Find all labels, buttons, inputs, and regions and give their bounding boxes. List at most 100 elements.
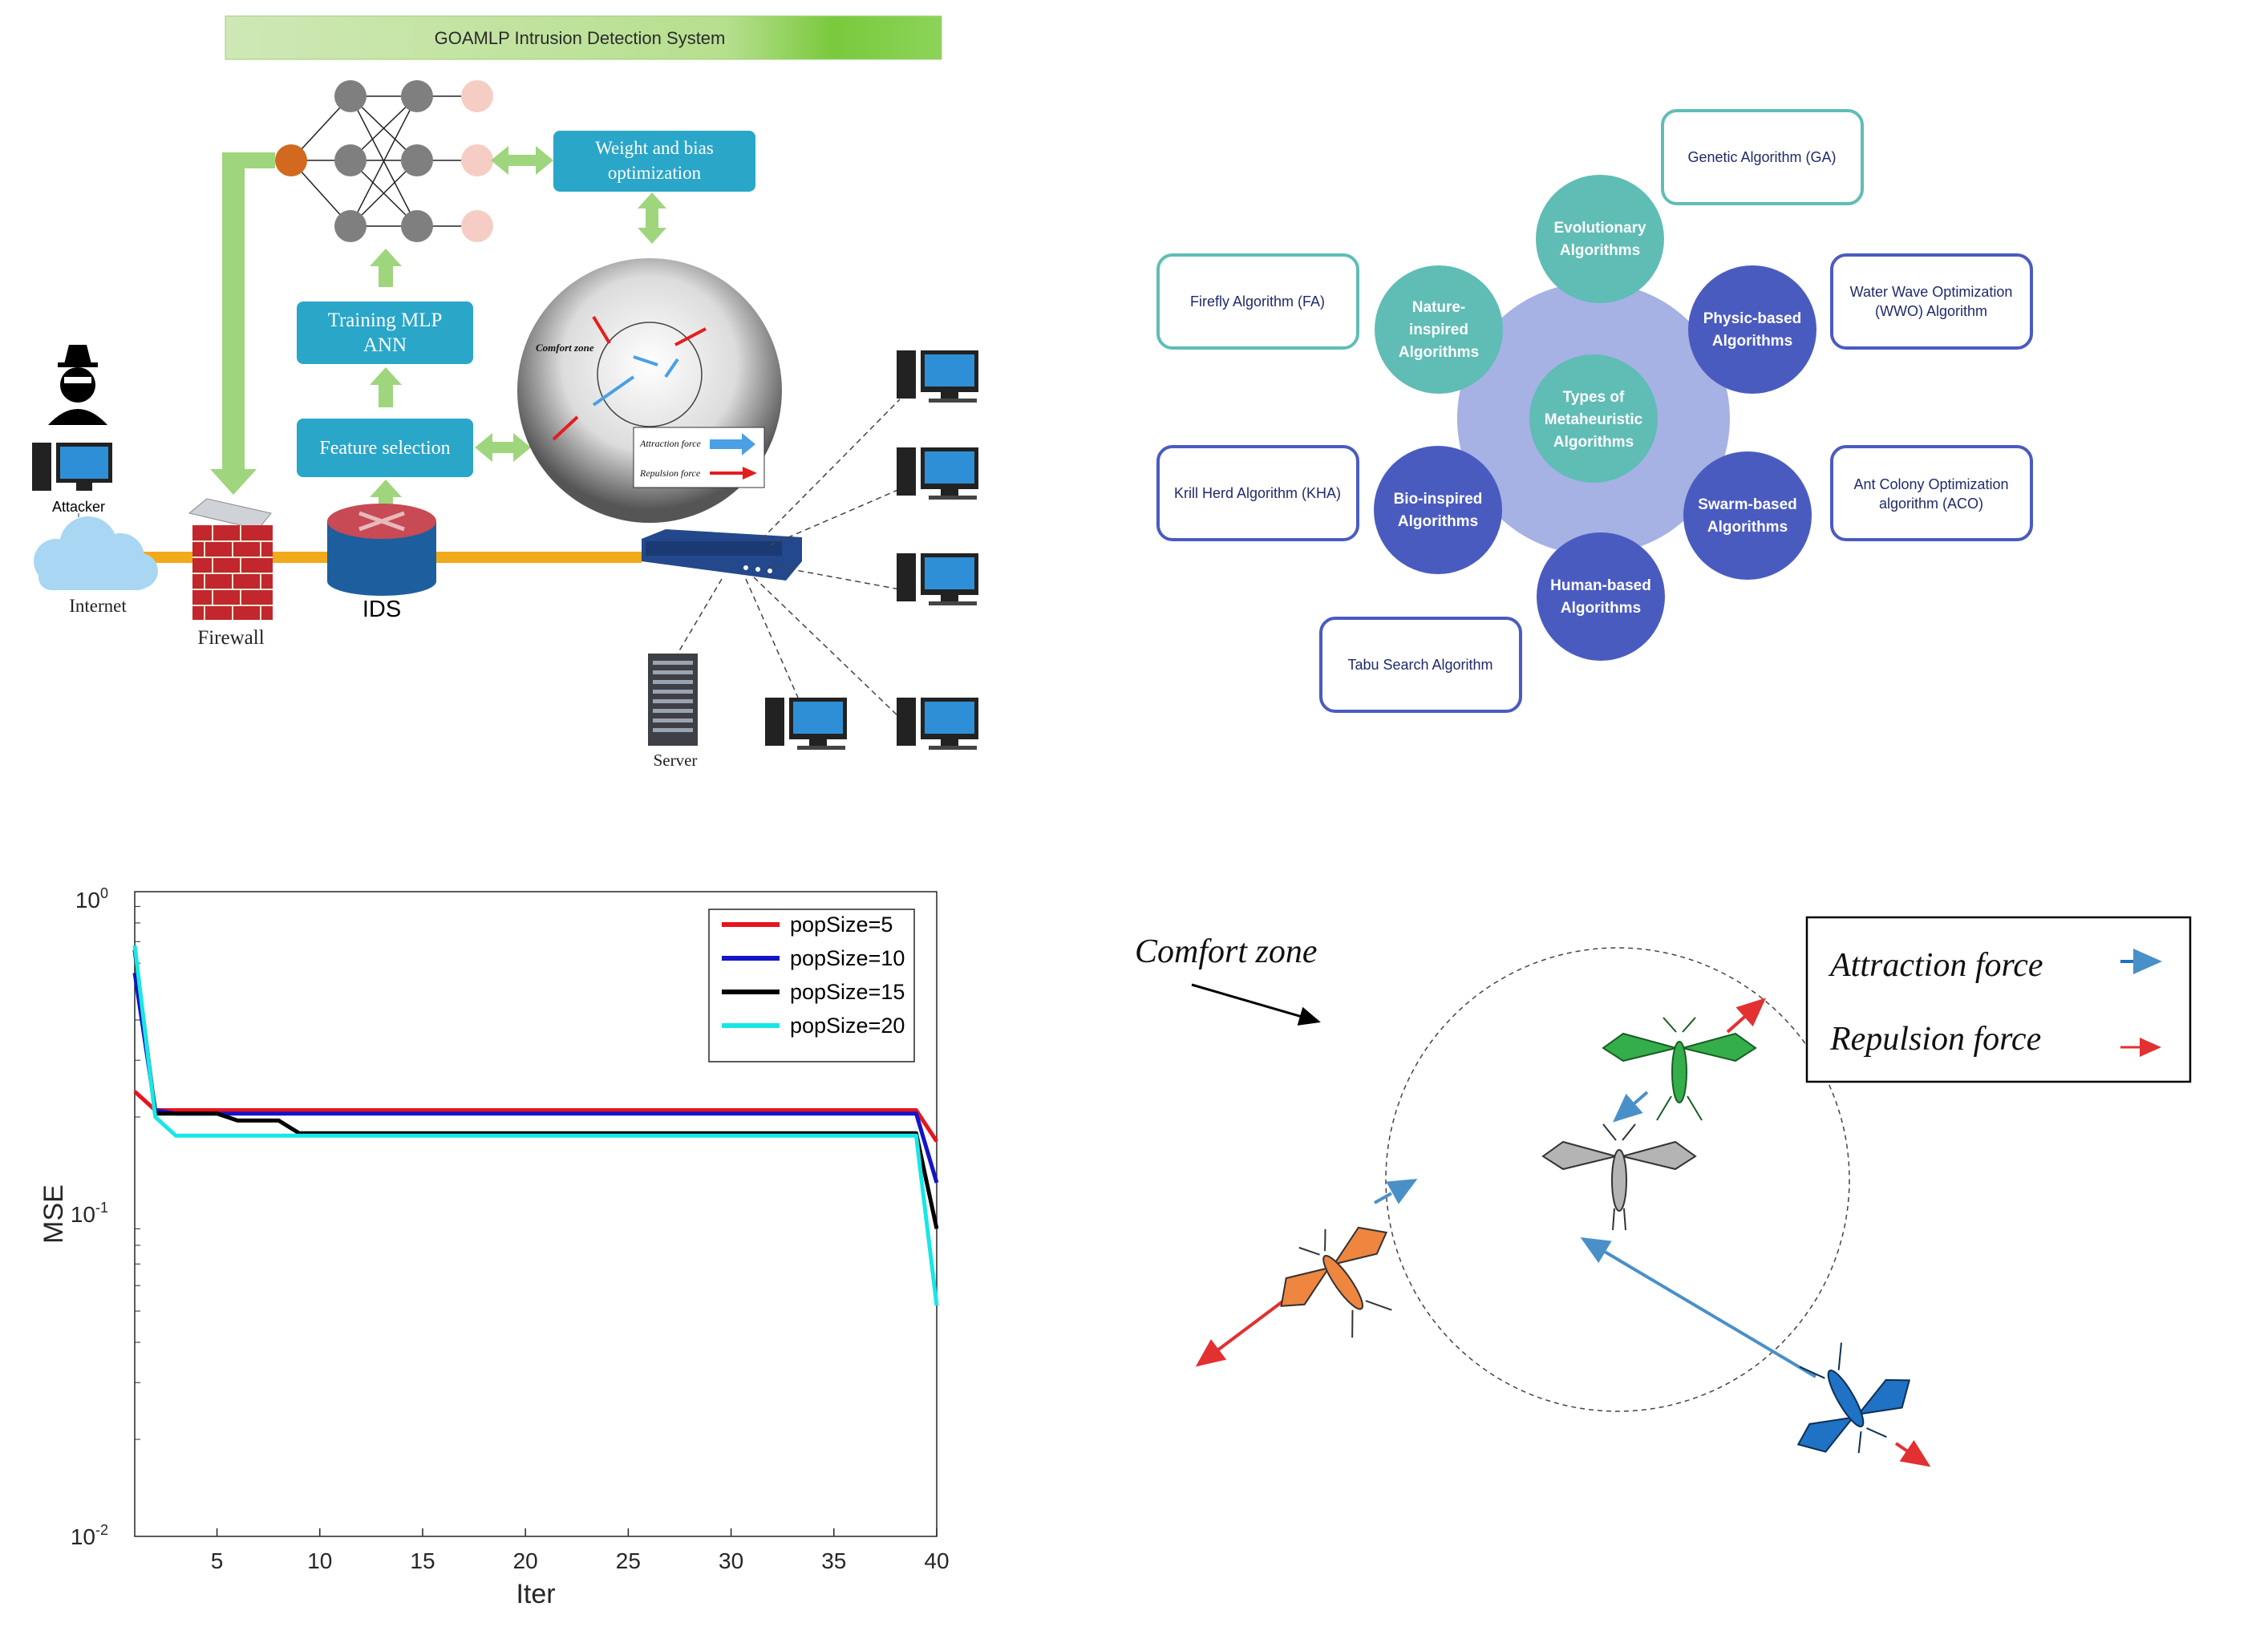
y-axis-label: MSE [38, 1184, 69, 1244]
server-icon [648, 654, 698, 746]
comfort-zone-svg: Comfort zone Attraction force Repulsion … [1135, 916, 2192, 1467]
internet-label: Internet [69, 596, 127, 616]
center-node [1529, 354, 1658, 483]
ids-label: IDS [362, 597, 401, 622]
center-line3: Algorithms [1553, 434, 1634, 451]
hidden-node [334, 144, 367, 176]
series-line-popsize-15 [132, 949, 939, 1229]
svg-text:Algorithms: Algorithms [1398, 513, 1478, 530]
svg-text:Tabu Search Algorithm: Tabu Search Algorithm [1347, 657, 1492, 673]
legend-label: popSize=5 [790, 913, 893, 937]
up-arrow-ids-feature [370, 480, 402, 520]
example-tabu-search: Tabu Search Algorithm [1319, 617, 1522, 713]
legend-box [708, 909, 915, 1062]
ids-diagram-svg: GOAMLP Intrusion Detection System Weight… [32, 15, 978, 770]
svg-text:Krill Herd Algorithm (KHA): Krill Herd Algorithm (KHA) [1174, 485, 1341, 501]
switch-icon [642, 529, 802, 581]
attraction-label: Attraction force [1828, 947, 2043, 984]
hidden-node [334, 80, 367, 112]
output-node [461, 80, 493, 112]
mini-force-arrows [552, 315, 707, 441]
svg-text:Water Wave Optimization: Water Wave Optimization [1850, 284, 2013, 300]
ids-diagram: GOAMLP Intrusion Detection System Weight… [0, 0, 1134, 811]
grasshopper-icon [1796, 1342, 1911, 1454]
attraction-arrow [1580, 1236, 1817, 1378]
series-line-popsize-5 [133, 1090, 939, 1143]
firewall-icon [188, 498, 273, 620]
training-line2: ANN [363, 334, 407, 356]
firewall-label: Firewall [197, 627, 264, 649]
svg-text:Algorithms: Algorithms [1712, 333, 1792, 350]
attacker-label: Attacker [52, 499, 105, 515]
center-line1: Types of [1563, 389, 1625, 406]
svg-text:Genetic Algorithm (GA): Genetic Algorithm (GA) [1687, 149, 1836, 165]
legend-label: popSize=10 [790, 946, 905, 970]
svg-text:Physic-based: Physic-based [1703, 310, 1802, 327]
svg-text:inspired: inspired [1409, 322, 1468, 338]
metaheuristic-diagram: Types of Metaheuristic Algorithms Evolut… [1134, 0, 2268, 811]
input-node [275, 144, 307, 176]
grasshopper-icon [1280, 1226, 1392, 1338]
hidden-node [401, 210, 433, 242]
x-tick-label: 5 [211, 1548, 224, 1573]
double-arrow-weight-zone [638, 192, 666, 244]
mini-comfort-zone-label: Comfort zone [536, 342, 594, 354]
example-krill-herd: Krill Herd Algorithm (KHA) [1156, 445, 1359, 541]
hidden-node [401, 144, 433, 176]
legend-label: popSize=15 [790, 980, 905, 1004]
x-tick-label: 30 [719, 1548, 743, 1573]
attacker-icon [48, 345, 107, 425]
comfort-zone-label: Comfort zone [1135, 933, 1318, 970]
svg-text:Ant Colony Optimization: Ant Colony Optimization [1853, 476, 2008, 492]
repulsion-arrow [1894, 1439, 1931, 1467]
attraction-arrow [1612, 1091, 1649, 1123]
server-label: Server [654, 751, 698, 770]
svg-text:Bio-inspired: Bio-inspired [1394, 491, 1483, 508]
computer-icon [765, 698, 847, 750]
repulsion-arrow [1195, 1291, 1296, 1367]
example-firefly: Firefly Algorithm (FA) [1156, 253, 1359, 350]
cloud-icon [34, 516, 158, 590]
x-tick-label: 10 [307, 1548, 332, 1573]
x-tick-label: 25 [616, 1548, 641, 1573]
hidden-node [401, 80, 433, 112]
mini-attraction-label: Attraction force [639, 438, 702, 449]
series-lines [132, 945, 939, 1306]
svg-text:algorithm (ACO): algorithm (ACO) [1879, 496, 1983, 512]
x-tick-label: 15 [410, 1548, 435, 1573]
network-connections [677, 399, 901, 718]
svg-text:Firefly Algorithm (FA): Firefly Algorithm (FA) [1190, 293, 1325, 310]
up-arrow-feature-training [370, 367, 402, 407]
category-human-based: Human-based Algorithms [1537, 532, 1665, 661]
category-physic-based: Physic-based Algorithms [1688, 265, 1816, 394]
svg-text:Algorithms: Algorithms [1399, 344, 1479, 361]
category-nature-inspired: Nature- inspired Algorithms [1375, 265, 1503, 394]
repulsion-label: Repulsion force [1829, 1021, 2041, 1058]
comfort-zone-diagram: Comfort zone Attraction force Repulsion … [1134, 811, 2268, 1623]
y-minor-ticks [135, 905, 140, 1440]
y-tick-label: 10-2 [71, 1522, 108, 1549]
svg-text:Algorithms: Algorithms [1561, 600, 1641, 617]
up-arrow-training-nn [370, 249, 402, 287]
x-tick-label: 35 [821, 1548, 846, 1573]
banner-title: GOAMLP Intrusion Detection System [435, 28, 726, 48]
double-arrow-feature-zone [475, 433, 531, 462]
grasshopper-icon [1541, 1123, 1697, 1231]
output-node [461, 144, 493, 176]
double-arrow-nn-weight [491, 146, 553, 175]
force-legend [1805, 916, 2192, 1083]
plot-area [134, 891, 938, 1537]
ids-router-icon [327, 504, 436, 596]
hidden-node [334, 210, 367, 242]
category-evolutionary: Evolutionary Algorithms [1536, 175, 1664, 303]
svg-text:Evolutionary: Evolutionary [1553, 220, 1646, 237]
x-tick-label: 20 [513, 1548, 538, 1573]
example-ant-colony: Ant Colony Optimization algorithm (ACO) [1830, 445, 2033, 541]
computer-icon [897, 447, 978, 500]
legend-label: popSize=20 [790, 1014, 905, 1038]
legend: popSize=5 popSize=10 popSize=15 popSize=20 [708, 909, 915, 1062]
output-node [461, 210, 493, 242]
repulsion-arrow [1726, 998, 1766, 1034]
